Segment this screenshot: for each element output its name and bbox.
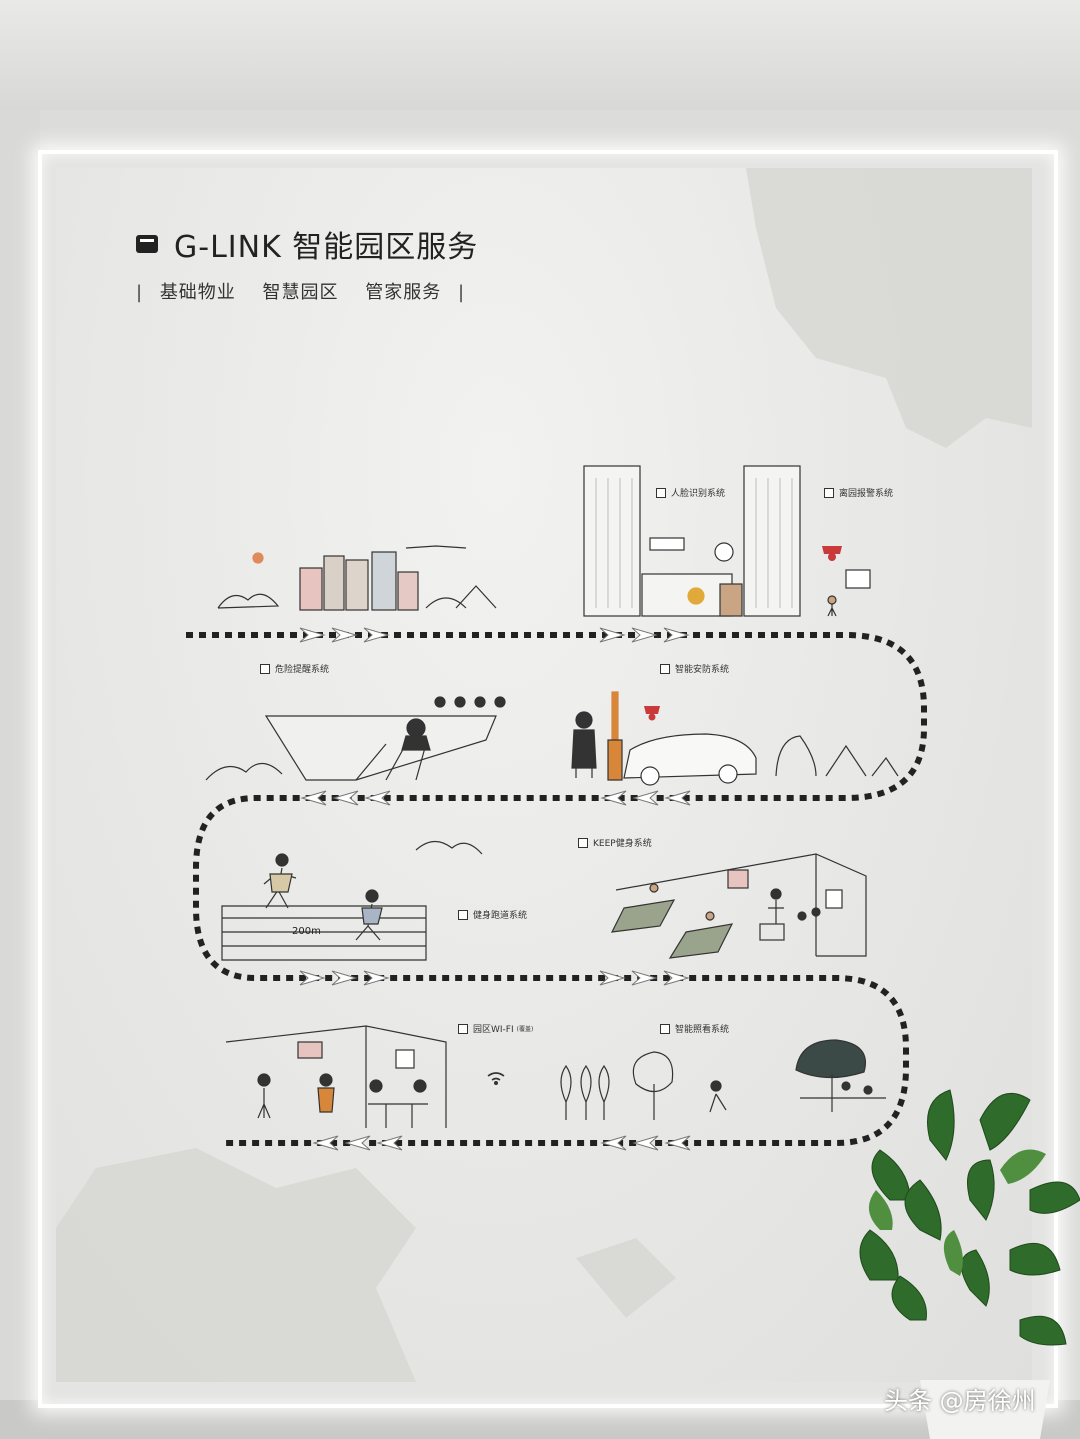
subtitle: | 基础物业 智慧园区 管家服务 | (136, 282, 466, 303)
lounge-illustration (225, 1025, 447, 1128)
display-panel: 人脸识别系统 离园报警系统 危险提醒系统 智能安防系统 KEEP健身系统 健身跑… (56, 168, 1032, 1382)
label-track-system: 健身跑道系统 (458, 908, 527, 921)
map-background (56, 168, 1032, 1382)
security-illustration (571, 691, 899, 786)
watermark: 头条 @房徐州 (884, 1387, 1036, 1415)
warning-icon (260, 663, 270, 674)
wall-left (0, 110, 40, 1439)
title-bar-icon (136, 235, 158, 253)
arrow-icon (299, 627, 691, 1151)
subtitle-item: 基础物业 (159, 282, 236, 303)
label-keep-system: KEEP健身系统 (578, 836, 652, 849)
child-illustration (827, 569, 871, 617)
wifi-box-icon (458, 1023, 468, 1034)
fitness-illustration (610, 853, 867, 959)
camera-icon (822, 546, 842, 561)
runners-illustration (221, 840, 483, 961)
potted-plant (859, 1089, 1080, 1439)
towers-illustration (583, 465, 801, 617)
alarm-icon (824, 487, 834, 498)
dashed-route (186, 632, 927, 1146)
care-icon (660, 1023, 670, 1034)
shield-icon (660, 663, 670, 674)
riverside-illustration (205, 696, 506, 781)
label-danger-system: 危险提醒系统 (260, 662, 329, 675)
fitness-icon (578, 837, 588, 848)
track-icon (458, 909, 468, 920)
label-wifi-system: 园区WI-FI(覆盖) (458, 1022, 533, 1035)
city-illustration (217, 545, 497, 611)
subtitle-item: 管家服务 (365, 282, 442, 303)
label-care-system: 智能照看系统 (660, 1022, 729, 1035)
subtitle-item: 智慧园区 (262, 282, 339, 303)
face-icon (656, 487, 666, 498)
label-security-system: 智能安防系统 (660, 662, 729, 675)
park-illustration (560, 1039, 886, 1120)
page-title: G-LINK 智能园区服务 (174, 230, 479, 265)
wifi-icon (487, 1072, 505, 1085)
label-perimeter-system: 离园报警系统 (824, 486, 893, 499)
label-face-system: 人脸识别系统 (656, 486, 725, 499)
wall-top (0, 0, 1080, 110)
panel-illustration (56, 168, 1032, 1382)
track-distance-label: 200m (292, 926, 321, 937)
title-row: G-LINK 智能园区服务 (136, 222, 478, 266)
camera-icon (644, 706, 660, 721)
